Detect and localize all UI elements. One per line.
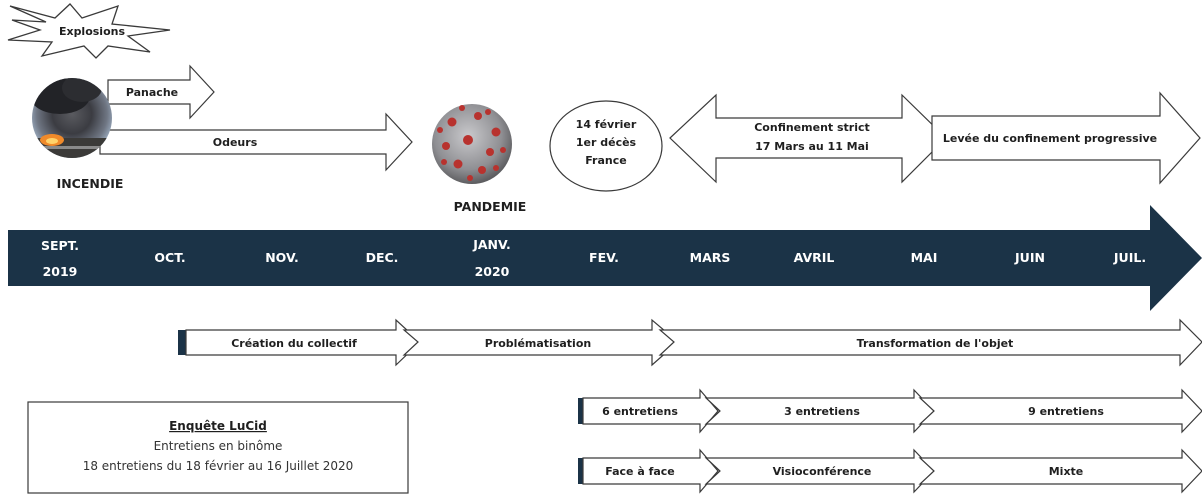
- phase-creation: Création du collectif: [185, 318, 421, 367]
- mode-arrow-3: Mixte: [918, 448, 1202, 494]
- entretiens-start-marker: [578, 398, 583, 424]
- panache-label: Panache: [126, 86, 178, 99]
- phases-start-marker: [178, 330, 186, 355]
- modes-start-marker: [578, 458, 583, 484]
- entretiens-arrow-3: 9 entretiens: [918, 388, 1202, 434]
- mode-2-label: Visioconférence: [773, 465, 872, 478]
- virus-image: [432, 104, 512, 184]
- phase-transformation: Transformation de l'objet: [658, 318, 1202, 367]
- first-death-ellipse: 14 février 1er décès France: [549, 100, 663, 192]
- month-sept: SEPT.: [41, 238, 79, 253]
- month-fev: FEV.: [589, 250, 619, 265]
- month-mai: MAI: [911, 250, 938, 265]
- timeline-arrow: [8, 205, 1202, 311]
- first-death-line1: 14 février: [576, 118, 637, 131]
- timeline-months: SEPT. 2019 OCT. NOV. DEC. JANV. 2020 FEV…: [41, 237, 1146, 279]
- explosions-burst: Explosions: [7, 3, 171, 59]
- levee-label: Levée du confinement progressive: [943, 132, 1157, 145]
- month-mars: MARS: [690, 250, 731, 265]
- enquete-title: Enquête LuCid: [169, 419, 267, 433]
- levee-arrow: Levée du confinement progressive: [931, 91, 1201, 185]
- month-juil: JUIL.: [1113, 250, 1146, 265]
- enquete-box: Enquête LuCid Entretiens en binôme 18 en…: [27, 401, 409, 494]
- panache-arrow: Panache: [107, 64, 215, 120]
- month-nov: NOV.: [265, 250, 299, 265]
- confinement-line2: 17 Mars au 11 Mai: [755, 140, 869, 153]
- month-juin: JUIN: [1014, 250, 1045, 265]
- mode-1-label: Face à face: [605, 465, 675, 478]
- entretiens-3-label: 9 entretiens: [1028, 405, 1104, 418]
- month-janv: JANV.: [472, 237, 511, 252]
- month-dec: DEC.: [366, 250, 399, 265]
- entretiens-1-label: 6 entretiens: [602, 405, 678, 418]
- phase-transformation-label: Transformation de l'objet: [857, 337, 1014, 350]
- confinement-line1: Confinement strict: [754, 121, 870, 134]
- month-sept-year: 2019: [43, 264, 78, 279]
- phase-problematisation-label: Problématisation: [485, 337, 591, 350]
- first-death-line2: 1er décès: [576, 136, 637, 149]
- month-oct: OCT.: [154, 250, 185, 265]
- first-death-line3: France: [585, 154, 626, 167]
- odeurs-arrow: Odeurs: [99, 112, 413, 172]
- mode-3-label: Mixte: [1049, 465, 1084, 478]
- entretiens-arrow-1: 6 entretiens: [582, 388, 719, 434]
- month-janv-year: 2020: [475, 264, 510, 279]
- mode-arrow-2: Visioconférence: [704, 448, 935, 494]
- confinement-arrow: Confinement strict 17 Mars au 11 Mai: [669, 93, 947, 184]
- pandemie-label: PANDEMIE: [454, 199, 527, 214]
- mode-arrow-1: Face à face: [582, 448, 719, 494]
- entretiens-arrow-2: 3 entretiens: [704, 388, 935, 434]
- phase-problematisation: Problématisation: [402, 318, 679, 367]
- phase-creation-label: Création du collectif: [231, 337, 357, 350]
- explosions-label: Explosions: [59, 25, 126, 38]
- enquete-line1: Entretiens en binôme: [154, 439, 283, 453]
- month-avril: AVRIL: [794, 250, 835, 265]
- odeurs-label: Odeurs: [213, 136, 258, 149]
- enquete-line2: 18 entretiens du 18 février au 16 Juille…: [83, 459, 354, 473]
- incendie-label: INCENDIE: [57, 176, 124, 191]
- entretiens-2-label: 3 entretiens: [784, 405, 860, 418]
